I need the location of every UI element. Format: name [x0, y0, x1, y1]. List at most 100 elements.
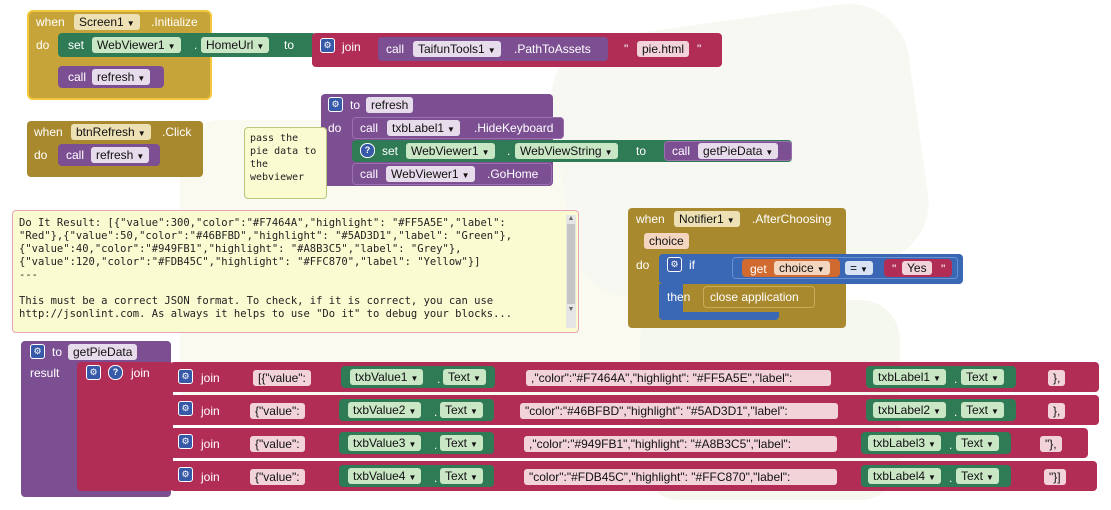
dot-separator: . — [949, 438, 953, 452]
call-keyword: call — [68, 70, 87, 84]
method-name: .GoHome — [487, 167, 539, 181]
quote-open: " — [624, 42, 629, 56]
dot-separator: . — [949, 471, 953, 485]
property-dropdown[interactable]: HomeUrl▼ — [201, 37, 270, 53]
textbox-dropdown[interactable]: txbValue4▼ — [348, 468, 422, 484]
gear-icon[interactable]: ⚙ — [667, 257, 682, 272]
label-dropdown[interactable]: txbLabel4▼ — [868, 468, 941, 484]
comment-bubble[interactable]: pass the pie data to the webviewer — [244, 127, 327, 199]
label-dropdown[interactable]: txbLabel1▼ — [873, 369, 946, 385]
gear-icon[interactable]: ⚙ — [328, 97, 343, 112]
dot-separator: . — [954, 405, 958, 419]
to-keyword: to — [52, 345, 63, 359]
text-string[interactable]: {"value": — [250, 436, 305, 452]
text-string[interactable]: }, — [1048, 403, 1066, 419]
quote-open: " — [892, 262, 897, 276]
result-keyword: result — [30, 366, 60, 380]
outer-join-block[interactable] — [77, 362, 173, 491]
procedure-name[interactable]: refresh — [366, 97, 414, 113]
help-icon[interactable]: ? — [360, 143, 375, 158]
property-dropdown[interactable]: Text▼ — [440, 435, 483, 451]
gear-icon[interactable]: ⚙ — [178, 434, 193, 449]
component-dropdown[interactable]: btnRefresh▼ — [71, 124, 151, 140]
dot-separator: . — [194, 38, 198, 52]
comment-text: pass the pie data to the webviewer — [250, 133, 317, 183]
dot-separator: . — [954, 372, 958, 386]
scroll-thumb[interactable] — [567, 224, 575, 304]
component-dropdown[interactable]: Notifier1▼ — [674, 211, 740, 227]
textbox-dropdown[interactable]: txbValue3▼ — [348, 435, 422, 451]
text-string[interactable]: {"value": — [250, 469, 305, 485]
do-keyword: do — [34, 148, 48, 162]
component-dropdown[interactable]: Screen1▼ — [74, 14, 140, 30]
dot-separator: . — [434, 438, 438, 452]
to-keyword: to — [284, 38, 295, 52]
procedure-dropdown[interactable]: refresh▼ — [91, 147, 150, 163]
text-string[interactable]: [{"value": — [253, 370, 311, 386]
variable-dropdown[interactable]: choice▼ — [774, 261, 830, 275]
text-string[interactable]: "}] — [1044, 469, 1066, 485]
procedure-dropdown[interactable]: getPieData▼ — [698, 143, 779, 159]
text-string[interactable]: "color":"#FDB45C","highlight": "#FFC870"… — [524, 469, 837, 485]
if-block-footer — [659, 312, 779, 320]
then-section — [659, 284, 683, 314]
label-dropdown[interactable]: txbLabel3▼ — [868, 435, 941, 451]
property-dropdown[interactable]: Text▼ — [956, 468, 999, 484]
help-icon[interactable]: ? — [108, 365, 123, 380]
string-value[interactable]: pie.html — [637, 41, 690, 57]
string-value[interactable]: Yes — [902, 261, 932, 275]
property-dropdown[interactable]: Text▼ — [961, 369, 1004, 385]
do-keyword: do — [636, 258, 650, 272]
property-dropdown[interactable]: Text▼ — [440, 468, 483, 484]
gear-icon[interactable]: ⚙ — [30, 344, 45, 359]
gear-icon[interactable]: ⚙ — [320, 38, 335, 53]
webviewer-dropdown[interactable]: WebViewer1▼ — [406, 143, 495, 159]
text-string[interactable]: "color":"#46BFBD","highlight": "#5AD3D1"… — [520, 403, 838, 419]
property-dropdown[interactable]: Text▼ — [956, 435, 999, 451]
gear-icon[interactable]: ⚙ — [86, 365, 101, 380]
do-keyword: do — [36, 38, 50, 52]
property-dropdown[interactable]: Text▼ — [440, 402, 483, 418]
label-dropdown[interactable]: txbLabel1▼ — [387, 120, 460, 136]
webviewer-dropdown[interactable]: WebViewer1▼ — [386, 166, 475, 182]
set-keyword: set — [68, 38, 85, 52]
property-dropdown[interactable]: WebViewString▼ — [515, 143, 618, 159]
get-keyword: get — [750, 262, 767, 276]
procedure-dropdown[interactable]: refresh▼ — [92, 69, 151, 85]
scroll-up-arrow[interactable]: ▲ — [567, 215, 575, 222]
when-keyword: when — [34, 125, 63, 139]
text-string[interactable]: "}, — [1040, 436, 1062, 452]
property-dropdown[interactable]: Text▼ — [443, 369, 486, 385]
dot-separator: . — [507, 144, 511, 158]
text-string[interactable]: ,"color":"#949FB1","highlight": "#A8B3C5… — [524, 436, 837, 452]
text-string[interactable]: {"value": — [250, 403, 305, 419]
scroll-down-arrow[interactable]: ▼ — [567, 306, 575, 313]
event-parameter[interactable]: choice — [644, 233, 689, 249]
textbox-dropdown[interactable]: txbValue2▼ — [348, 402, 422, 418]
when-keyword: when — [36, 15, 65, 29]
do-keyword: do — [328, 121, 342, 135]
comment-scrollbar[interactable]: ▲ ▼ — [566, 215, 576, 328]
textbox-dropdown[interactable]: txbValue1▼ — [350, 369, 424, 385]
operator-dropdown[interactable]: =▼ — [845, 261, 873, 275]
join-keyword: join — [201, 371, 220, 385]
text-string[interactable]: }, — [1048, 370, 1066, 386]
when-keyword: when — [636, 212, 665, 226]
gear-icon[interactable]: ⚙ — [178, 401, 193, 416]
property-dropdown[interactable]: Text▼ — [961, 402, 1004, 418]
text-string[interactable]: ,"color":"#F7464A","highlight": "#FF5A5E… — [526, 370, 831, 386]
call-keyword: call — [360, 167, 379, 181]
dot-separator: . — [437, 372, 441, 386]
call-keyword: call — [66, 148, 85, 162]
join-keyword: join — [342, 40, 361, 54]
taifuntools-dropdown[interactable]: TaifunTools1▼ — [413, 41, 501, 57]
gear-icon[interactable]: ⚙ — [178, 467, 193, 482]
gear-icon[interactable]: ⚙ — [178, 369, 193, 384]
close-application-block[interactable] — [703, 286, 815, 308]
join-keyword: join — [201, 470, 220, 484]
procedure-name[interactable]: getPieData — [68, 344, 138, 360]
webviewer-dropdown[interactable]: WebViewer1▼ — [92, 37, 181, 53]
event-name: .Click — [162, 125, 192, 139]
do-it-result-comment[interactable]: Do It Result: [{"value":300,"color":"#F7… — [12, 210, 579, 333]
label-dropdown[interactable]: txbLabel2▼ — [873, 402, 946, 418]
